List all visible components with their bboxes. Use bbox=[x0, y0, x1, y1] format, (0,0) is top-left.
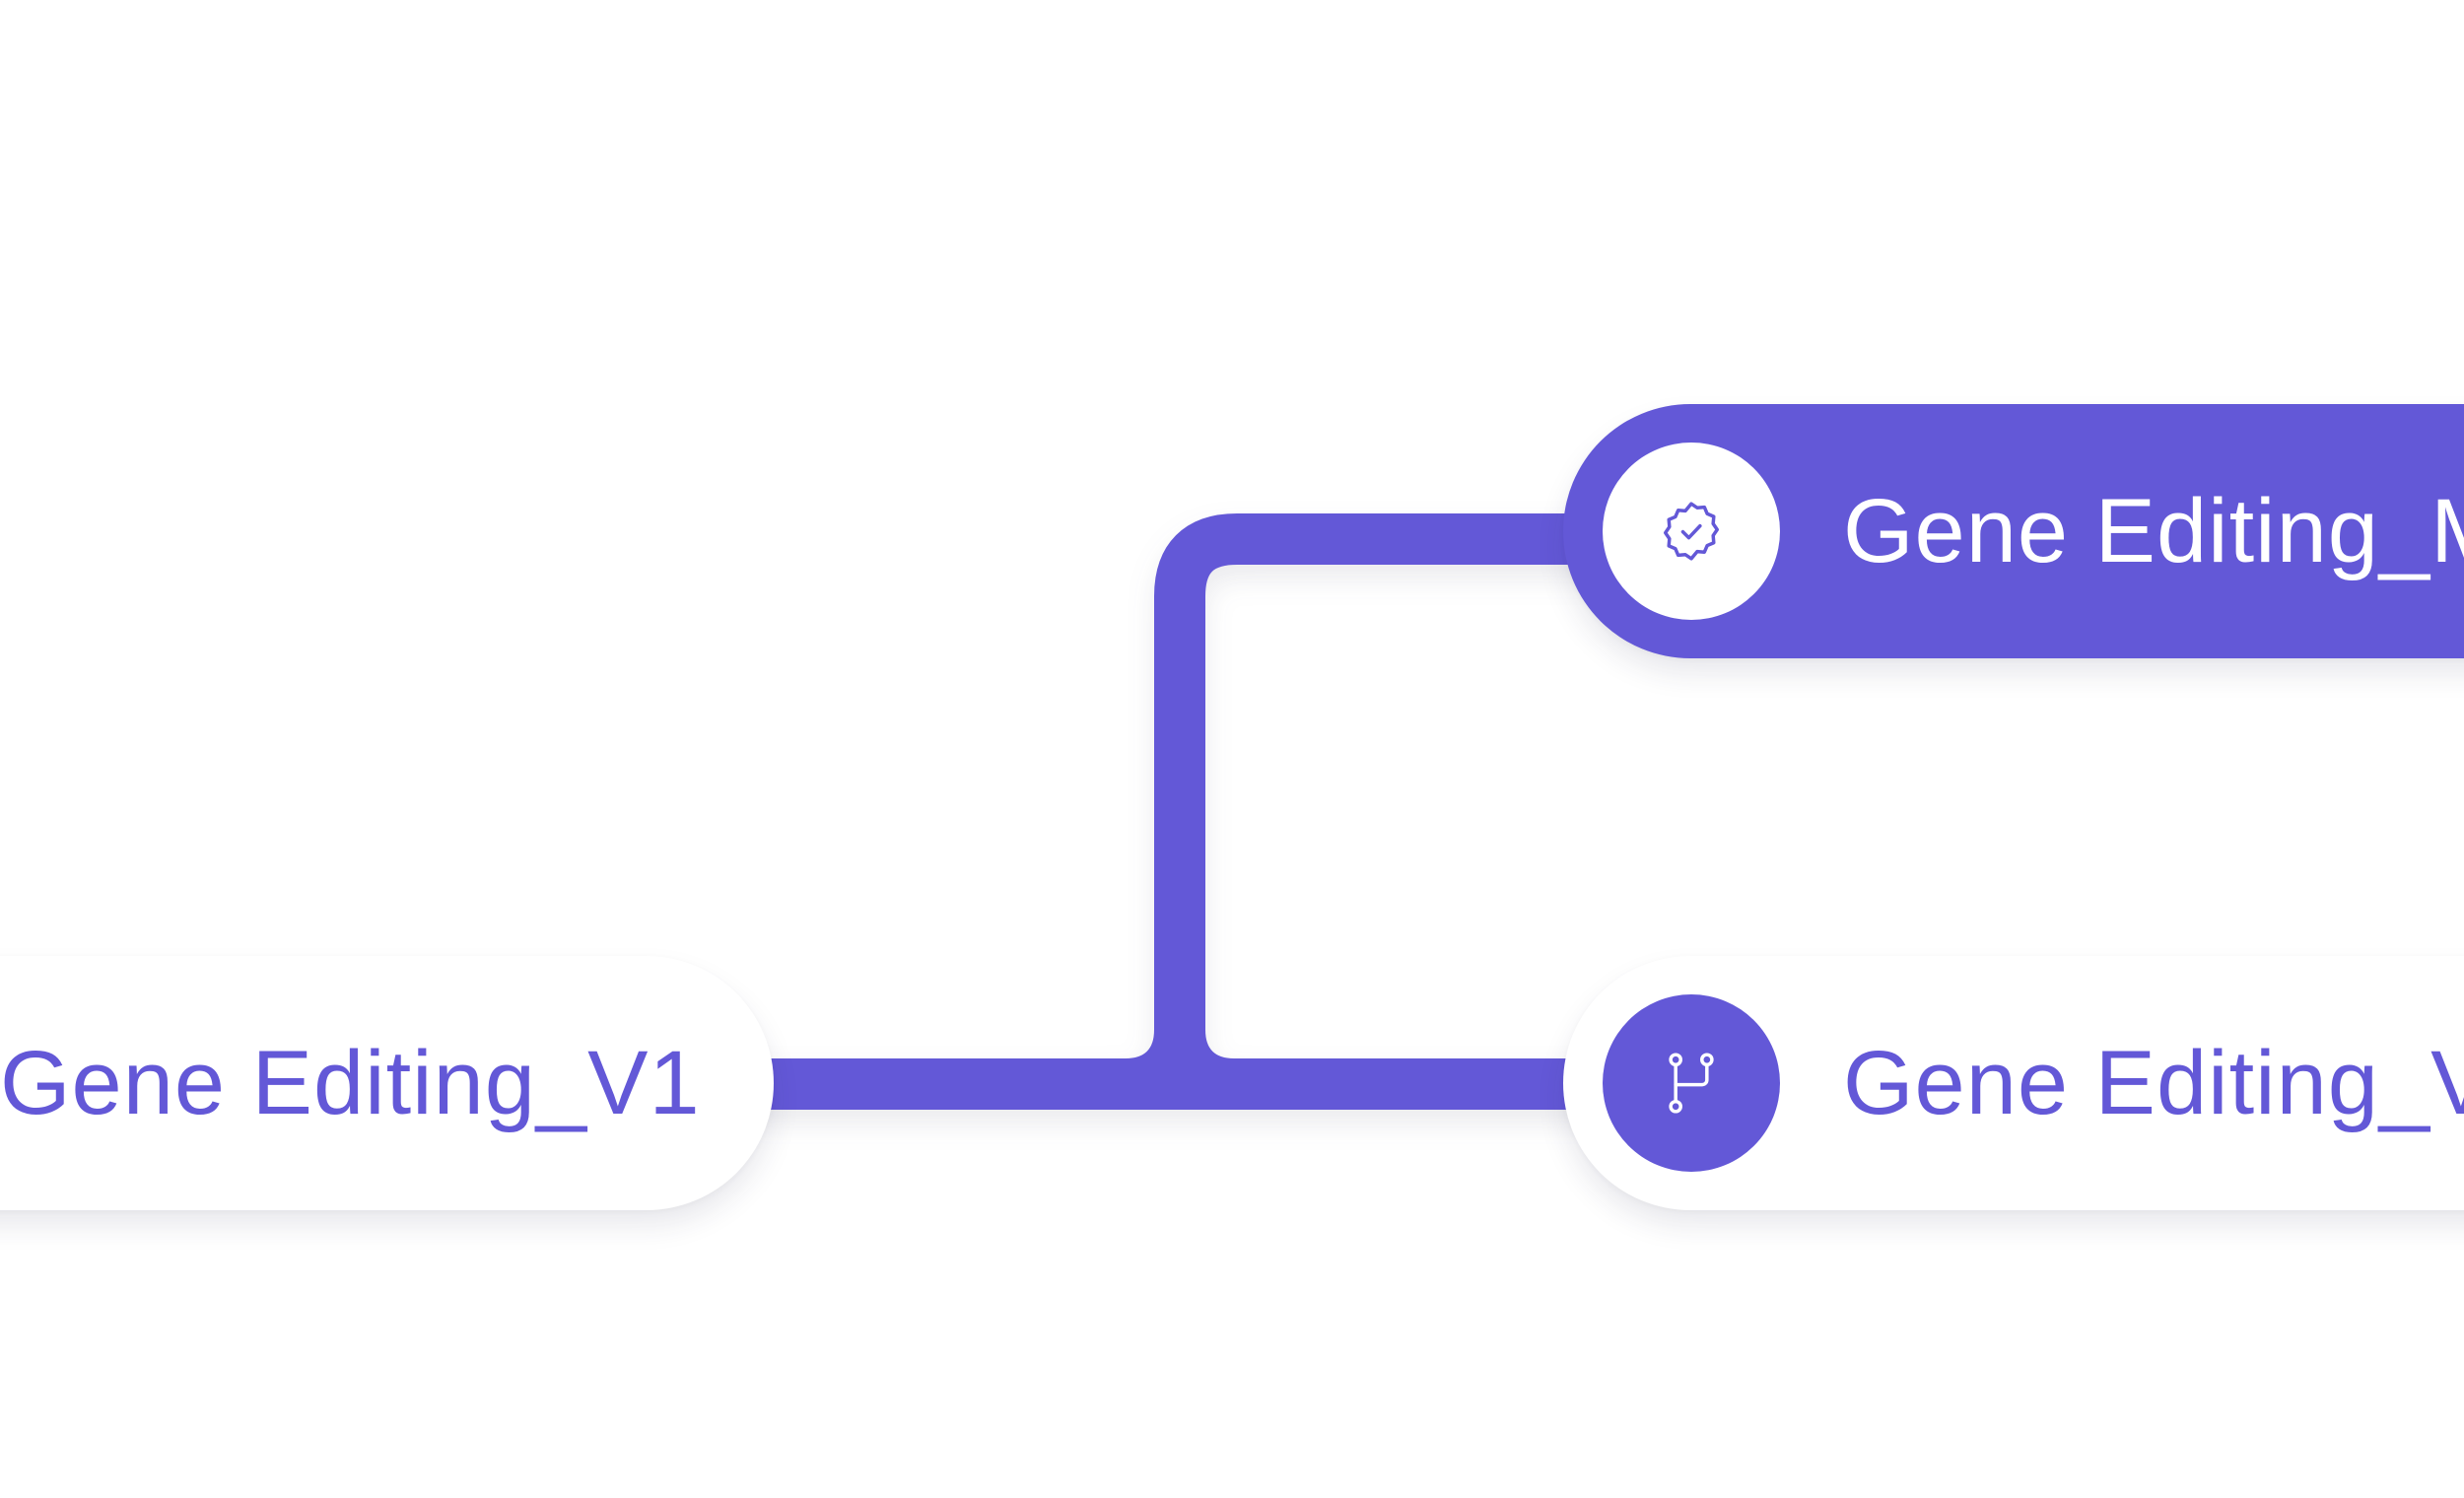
verified-badge-icon bbox=[1663, 502, 1720, 561]
node-source[interactable]: Gene Editing_V1 bbox=[0, 956, 774, 1210]
node-main-label: Gene Editing_M bbox=[1843, 481, 2464, 581]
edge-junction-right bbox=[1205, 1030, 1234, 1084]
node-main-icon-circle bbox=[1603, 443, 1780, 620]
node-source-label: Gene Editing_V1 bbox=[0, 1033, 701, 1133]
node-version-icon-circle bbox=[1603, 994, 1780, 1172]
git-branch-icon bbox=[1669, 1053, 1714, 1114]
edge-source-to-main bbox=[1154, 513, 1616, 1084]
edge-junction bbox=[1126, 1030, 1154, 1084]
node-main[interactable]: Gene Editing_M bbox=[1563, 404, 2464, 658]
node-version[interactable]: Gene Editing_V bbox=[1563, 956, 2464, 1210]
node-version-label: Gene Editing_V bbox=[1843, 1033, 2464, 1133]
